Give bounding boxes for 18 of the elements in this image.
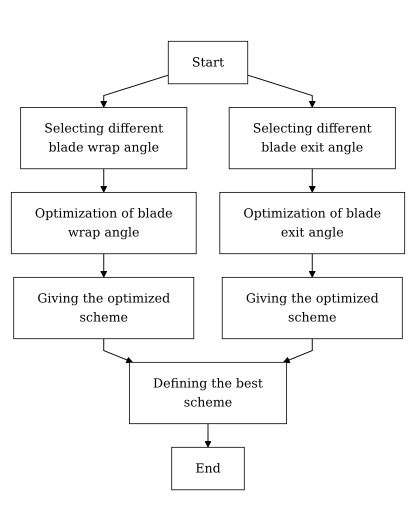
arrow [308,168,316,193]
process-box: Selecting different blade exit angle [228,106,396,170]
process-box: Start [168,40,248,84]
process-box: Defining the best scheme [129,362,287,424]
arrow [204,423,212,448]
arrow [308,253,316,278]
arrow [282,338,313,364]
process-box: Selecting different blade wrap angle [20,106,188,170]
process-box: Optimization of blade wrap angle [10,192,197,254]
process-box: Giving the optimized scheme [13,276,194,340]
process-box: Giving the optimized scheme [222,276,403,340]
arrow [100,168,108,193]
arrow [103,338,134,364]
arrow [100,253,108,278]
arrow [100,74,169,108]
process-box: End [171,446,245,490]
arrow [247,74,316,108]
process-box: Optimization of blade exit angle [219,192,406,254]
